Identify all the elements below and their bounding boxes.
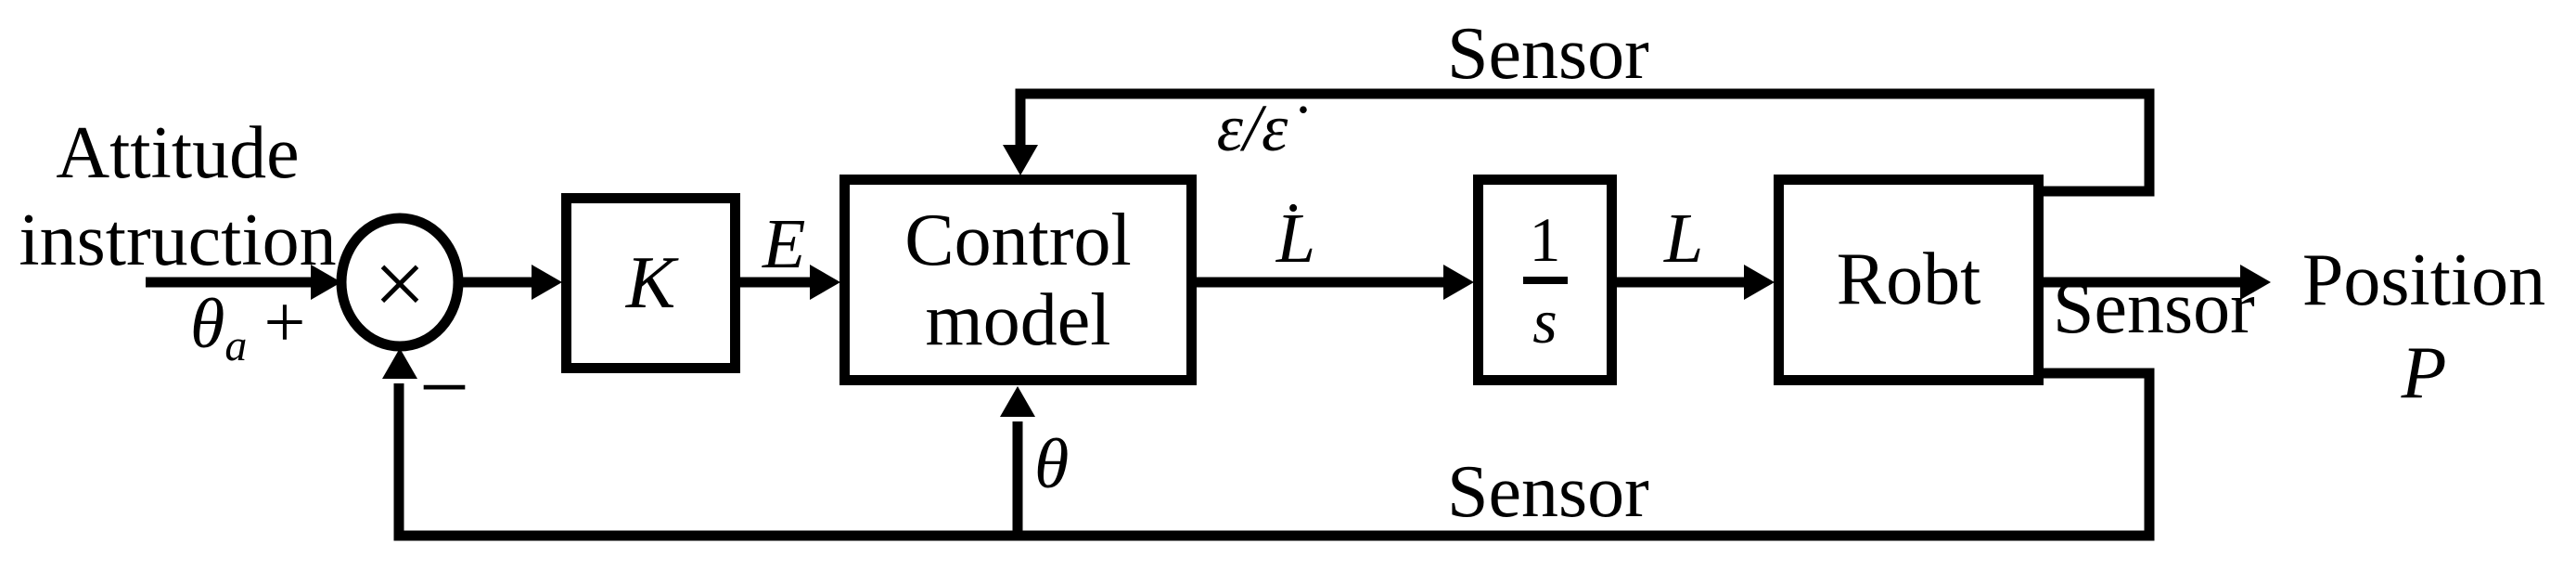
epsilon-feedback-label: ε/ε̇ xyxy=(1216,91,1288,165)
output-label-line2: P xyxy=(2401,332,2447,414)
input-label: Attitude instruction xyxy=(15,110,340,284)
input-label-line1: Attitude xyxy=(56,112,300,194)
plant-block-label: Robt xyxy=(1836,239,1981,320)
controller-block-label: Control model xyxy=(904,201,1131,360)
sensor-label-middle: Sensor xyxy=(2053,267,2255,349)
controller-label-line1: Control xyxy=(904,199,1132,281)
length-signal-label: L xyxy=(1664,200,1704,278)
arrowhead-into-integrator xyxy=(1443,265,1474,300)
arrowhead-up-into-summing-junction xyxy=(382,348,417,379)
top-feedback-line xyxy=(1015,88,2155,197)
bottom-feedback-line xyxy=(393,368,2155,541)
gain-block-label: K xyxy=(625,241,676,324)
multiply-sign: × xyxy=(373,232,427,335)
minus-sign: − xyxy=(418,337,470,436)
integrator-numerator: 1 xyxy=(1529,203,1561,275)
arrowhead-into-plant xyxy=(1744,265,1775,300)
plus-sign: + xyxy=(263,282,306,364)
sensor-label-bottom: Sensor xyxy=(1447,451,1649,533)
output-label: Position P xyxy=(2285,234,2563,420)
gain-block: K xyxy=(561,193,740,373)
arrowhead-into-summing-junction xyxy=(311,265,341,300)
theta-feedback-label: θ xyxy=(1034,425,1070,503)
arrowhead-into-gain xyxy=(532,265,562,300)
fraction-bar xyxy=(1522,276,1568,284)
input-signal-subscript: a xyxy=(224,321,248,370)
integrator-denominator: s xyxy=(1532,285,1557,356)
sensor-label-top: Sensor xyxy=(1447,13,1649,95)
arrowhead-output xyxy=(2240,265,2271,300)
arrowhead-down-into-controller-top xyxy=(1003,145,1038,175)
input-signal-symbol: θ xyxy=(190,285,225,363)
controller-block: Control model xyxy=(839,175,1197,385)
arrowhead-into-controller xyxy=(810,265,840,300)
controller-label-line2: model xyxy=(925,279,1111,361)
input-label-line2: instruction xyxy=(19,200,337,281)
integrator-fraction: 1 s xyxy=(1522,203,1568,356)
plant-block: Robt xyxy=(1774,175,2044,385)
rate-signal-label: L̇ xyxy=(1275,200,1316,278)
arrowhead-up-into-controller-bottom xyxy=(1000,386,1035,417)
input-signal-label: θa + xyxy=(190,285,305,369)
error-signal-label: E xyxy=(763,205,806,283)
output-label-line1: Position xyxy=(2301,240,2546,321)
integrator-block: 1 s xyxy=(1473,175,1617,385)
